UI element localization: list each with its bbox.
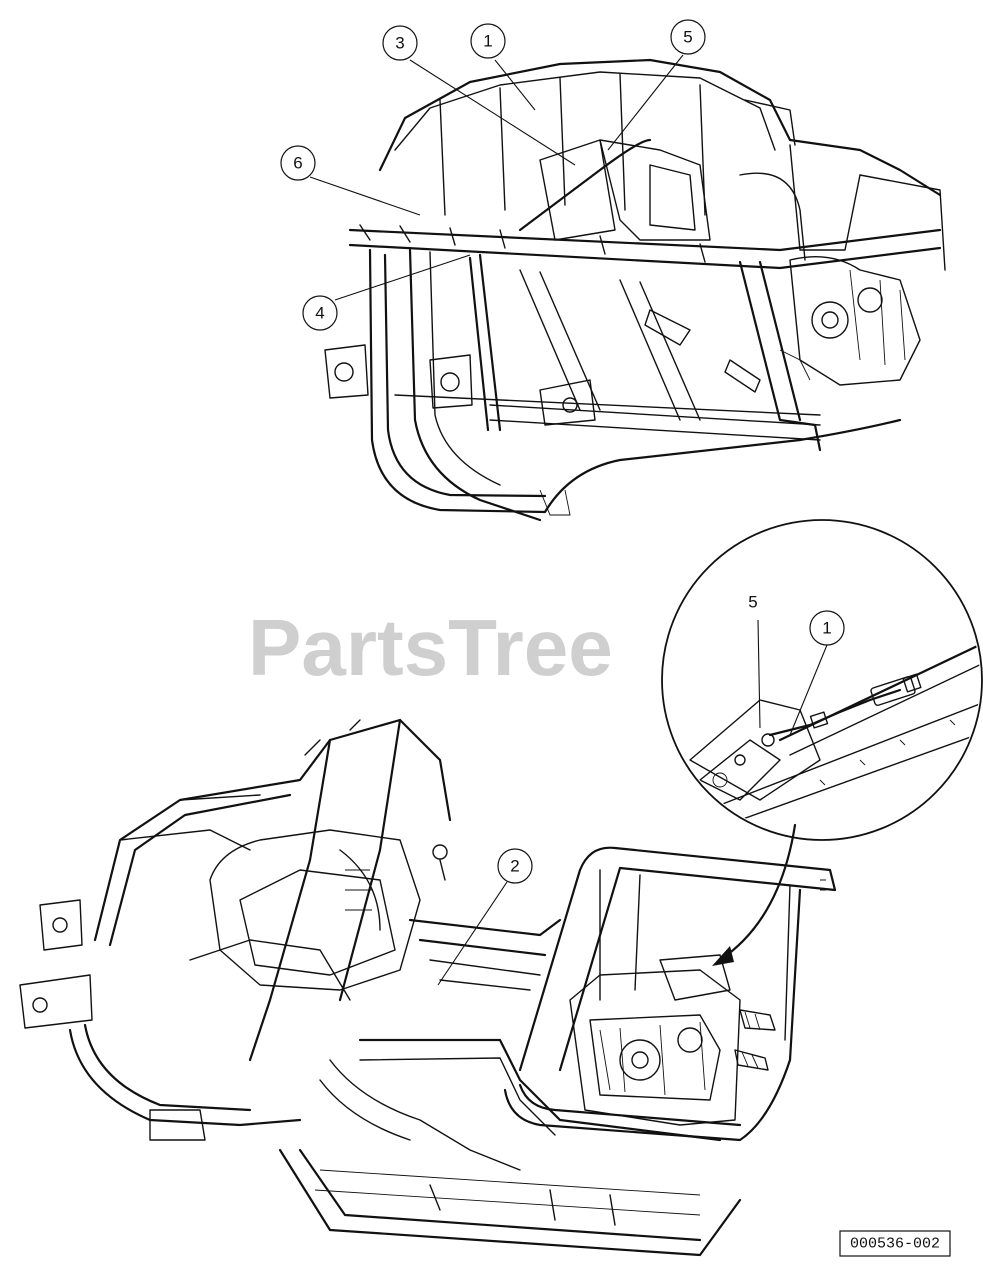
detail-callout-1: 1 <box>809 610 845 646</box>
detail-callout-5: 5 <box>748 593 757 612</box>
callout-2: 2 <box>437 848 533 986</box>
top-assembly-view <box>324 58 946 522</box>
reference-code-box: 000536-002 <box>839 1230 951 1257</box>
callout-5-label: 5 <box>683 28 692 47</box>
callout-6: 6 <box>280 145 316 181</box>
detail-pointer-arrow <box>718 823 797 962</box>
callout-3: 3 <box>382 25 418 61</box>
callout-5: 5 <box>670 19 706 55</box>
callout-3-label: 3 <box>395 34 404 53</box>
callout-2-label: 2 <box>510 857 519 876</box>
bottom-assembly-view <box>19 718 837 1257</box>
callout-6-label: 6 <box>293 154 302 173</box>
detail-callout-1-label: 1 <box>822 619 831 638</box>
detail-pointer-arrowhead <box>712 946 734 966</box>
detail-inset: 5 1 <box>661 519 983 966</box>
reference-code-label: 000536-002 <box>850 1236 940 1253</box>
callout-1: 1 <box>470 23 506 59</box>
callout-1-label: 1 <box>483 32 492 51</box>
callout-4: 4 <box>302 295 338 331</box>
watermark: PartsTree TM <box>248 601 725 692</box>
callout-4-label: 4 <box>315 304 324 323</box>
top-callouts: 3 1 5 6 4 <box>280 19 706 331</box>
detail-callout-5-label: 5 <box>748 593 757 612</box>
watermark-text: PartsTree <box>248 603 613 692</box>
